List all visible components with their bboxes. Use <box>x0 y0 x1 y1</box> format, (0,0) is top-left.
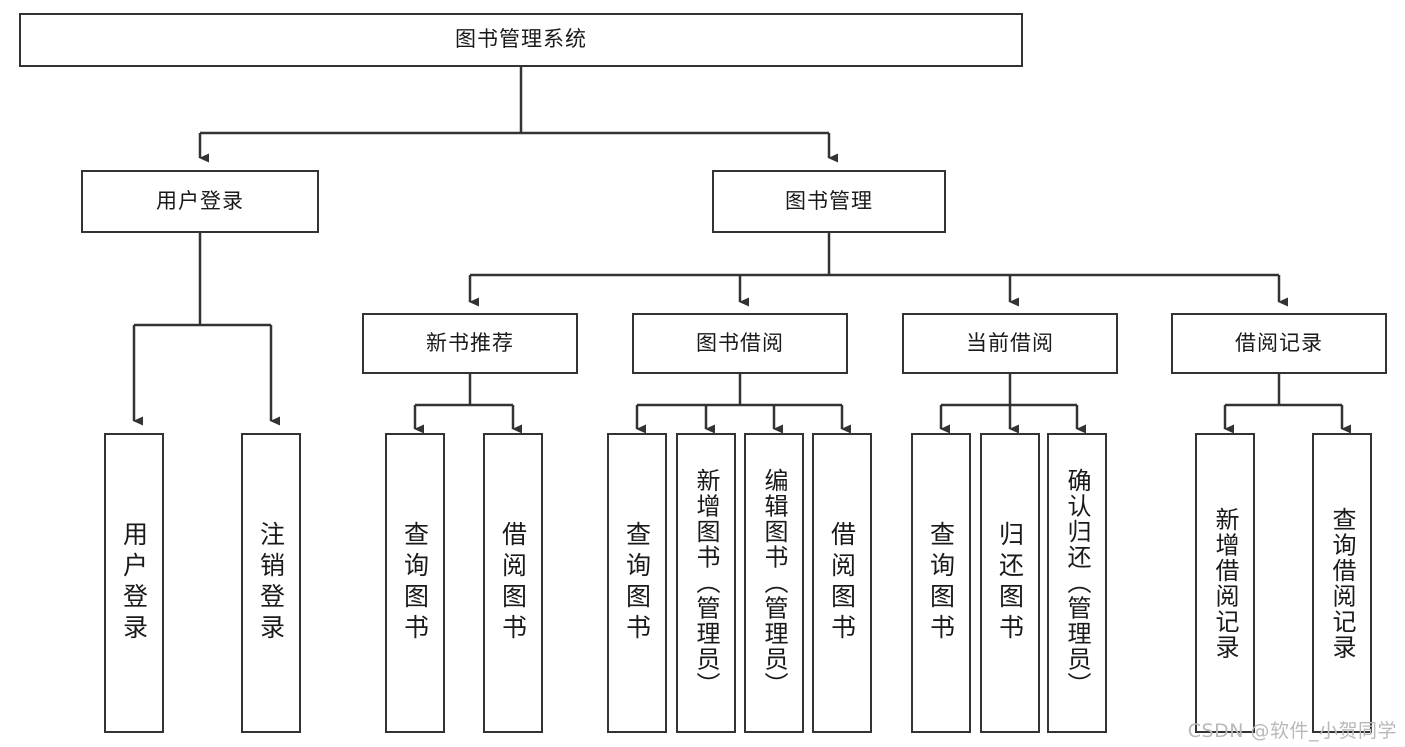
node-label: 新书推荐 <box>426 330 514 355</box>
watermark-text: CSDN @软件_小贺同学 <box>1187 720 1397 742</box>
node-leaf-current-confirm-return-admin[interactable]: 确认归还（管理员） <box>1047 433 1107 733</box>
node-label: 图书管理 <box>785 188 873 213</box>
node-borrowing-records[interactable]: 借阅记录 <box>1171 313 1387 374</box>
node-label: 查询图书 <box>400 521 430 645</box>
node-label: 用户登录 <box>119 521 149 645</box>
node-label: 借阅记录 <box>1235 330 1323 355</box>
node-label: 用户登录 <box>156 188 244 213</box>
node-book-borrowing[interactable]: 图书借阅 <box>632 313 848 374</box>
node-leaf-current-query-book[interactable]: 查询图书 <box>911 433 971 733</box>
node-user-login[interactable]: 用户登录 <box>81 170 319 233</box>
node-label: 确认归还（管理员） <box>1063 468 1091 698</box>
node-leaf-record-query-record[interactable]: 查询借阅记录 <box>1312 433 1372 733</box>
node-leaf-newbook-borrow-book[interactable]: 借阅图书 <box>483 433 543 733</box>
node-new-book-recommendation[interactable]: 新书推荐 <box>362 313 578 374</box>
node-label: 查询图书 <box>926 521 956 645</box>
node-label: 新增借阅记录 <box>1211 506 1239 660</box>
node-leaf-user-login-logout[interactable]: 注销登录 <box>241 433 301 733</box>
node-label: 查询借阅记录 <box>1328 506 1356 660</box>
node-label: 编辑图书（管理员） <box>760 468 788 698</box>
node-label: 查询图书 <box>622 521 652 645</box>
node-label: 图书借阅 <box>696 330 784 355</box>
node-label: 注销登录 <box>256 521 286 645</box>
node-leaf-user-login-login[interactable]: 用户登录 <box>104 433 164 733</box>
node-book-management[interactable]: 图书管理 <box>712 170 946 233</box>
node-label: 新增图书（管理员） <box>692 468 720 698</box>
node-leaf-borrow-borrow-book[interactable]: 借阅图书 <box>812 433 872 733</box>
node-label: 图书管理系统 <box>455 27 587 52</box>
node-label: 借阅图书 <box>827 521 857 645</box>
node-label: 借阅图书 <box>498 521 528 645</box>
node-leaf-borrow-add-book-admin[interactable]: 新增图书（管理员） <box>676 433 736 733</box>
node-root-book-management-system[interactable]: 图书管理系统 <box>19 13 1023 67</box>
node-label: 当前借阅 <box>966 330 1054 355</box>
node-label: 归还图书 <box>995 521 1025 645</box>
node-leaf-current-return-book[interactable]: 归还图书 <box>980 433 1040 733</box>
node-leaf-borrow-query-book[interactable]: 查询图书 <box>607 433 667 733</box>
node-leaf-borrow-edit-book-admin[interactable]: 编辑图书（管理员） <box>744 433 804 733</box>
node-current-borrowing[interactable]: 当前借阅 <box>902 313 1118 374</box>
node-leaf-record-add-record[interactable]: 新增借阅记录 <box>1195 433 1255 733</box>
node-leaf-newbook-query-book[interactable]: 查询图书 <box>385 433 445 733</box>
